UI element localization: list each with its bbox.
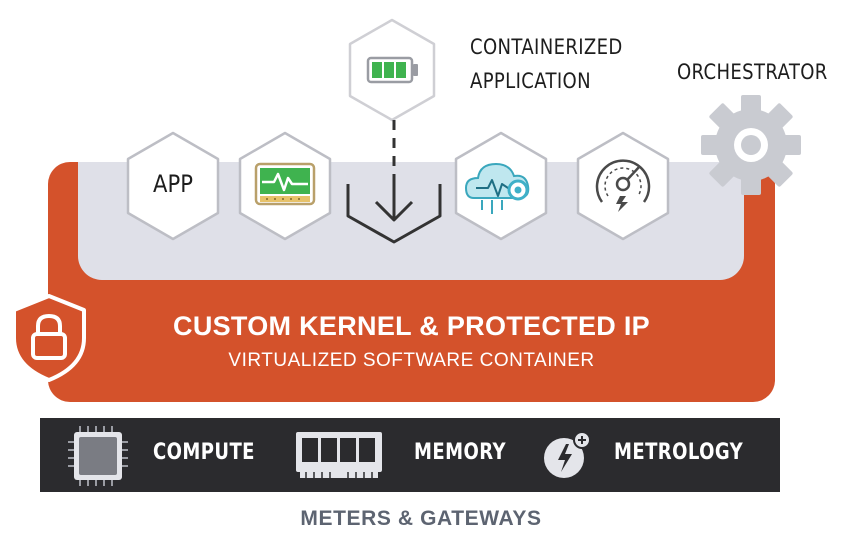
battery-icon (348, 18, 436, 122)
metrology-label: METROLOGY (614, 440, 744, 465)
app-tile-label: APP (153, 170, 193, 198)
memory-label: MEMORY (414, 440, 506, 465)
compute-label: COMPUTE (153, 440, 255, 465)
orchestrator-label: ORCHESTRATOR (677, 60, 828, 84)
gear-icon (701, 95, 801, 195)
containerized-line1: CONTAINERIZED (470, 35, 623, 59)
download-arrow-icon (346, 176, 442, 244)
containerized-application-label: CONTAINERIZED APPLICATION (470, 30, 623, 98)
cloud-signal-icon (454, 131, 548, 241)
app-tile: APP (124, 130, 222, 242)
speedometer-icon (576, 131, 670, 241)
monitor-icon (238, 131, 332, 241)
metrology-icon (544, 431, 591, 478)
app-hex-icon (126, 131, 220, 241)
meters-gateways-label: METERS & GATEWAYS (300, 507, 542, 530)
lock-shield-icon (12, 294, 86, 382)
memory-module-icon (296, 432, 382, 478)
kernel-subtitle: VIRTUALIZED SOFTWARE CONTAINER (228, 350, 595, 371)
kernel-title: CUSTOM KERNEL & PROTECTED IP (173, 311, 650, 341)
cpu-chip-icon (68, 426, 128, 486)
containerized-line2: APPLICATION (470, 69, 591, 93)
hardware-bar (40, 418, 780, 492)
